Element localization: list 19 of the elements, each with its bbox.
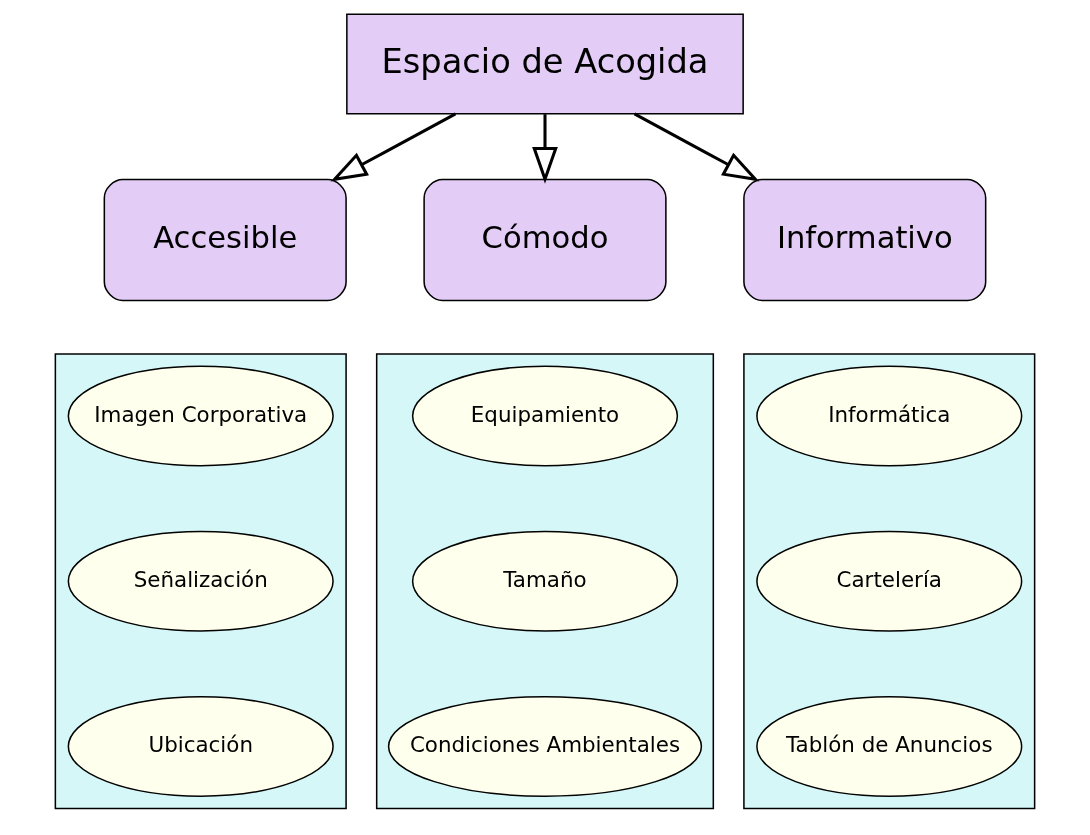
- node-ellipse: Condiciones Ambientales: [387, 696, 703, 797]
- node-box: Espacio de Acogida: [346, 13, 744, 115]
- node-ellipse: Ubicación: [67, 696, 334, 797]
- cluster: [743, 353, 1036, 810]
- cluster: [54, 353, 347, 810]
- node-ellipse: Imagen Corporativa: [67, 365, 334, 467]
- arrow: [532, 114, 558, 184]
- node-box: Informativo: [743, 178, 987, 302]
- node-ellipse: Equipamiento: [411, 365, 679, 467]
- node-ellipse: Cartelería: [756, 530, 1023, 632]
- node-ellipse: Informática: [756, 365, 1023, 467]
- cluster: [375, 353, 715, 810]
- arrow: [330, 112, 457, 182]
- node-ellipse: Tamaño: [411, 530, 679, 632]
- node-box: Cómodo: [423, 178, 667, 302]
- node-box: Accesible: [103, 178, 347, 302]
- arrow: [633, 112, 760, 182]
- node-ellipse: Tablón de Anuncios: [756, 696, 1023, 797]
- node-ellipse: Señalización: [67, 530, 334, 632]
